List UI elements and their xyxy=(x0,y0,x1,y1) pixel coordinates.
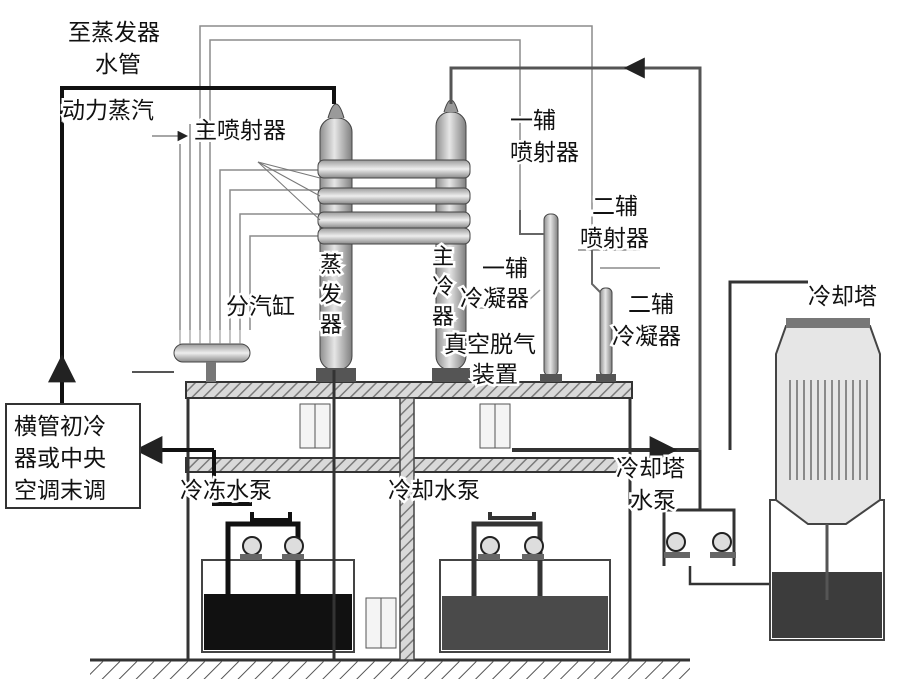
steam-header-vessel xyxy=(132,330,251,382)
label-motive-steam: 动力蒸汽 xyxy=(62,98,154,124)
main-ejector-pipes xyxy=(257,159,471,245)
label-aux2-condenser-2: 冷凝器 xyxy=(612,324,681,350)
label-terminal-2: 器或中央 xyxy=(14,446,106,472)
label-aux1-condenser-2: 冷凝器 xyxy=(460,286,529,312)
label-evaporator-2: 发 xyxy=(320,283,342,308)
cooling-water-pumps xyxy=(471,512,544,596)
label-cooling-tower-pump-2: 水泵 xyxy=(630,488,676,514)
labels: 至蒸发器 水管 动力蒸汽 主喷射器 一辅 喷射器 二辅 喷射器 分汽缸 蒸 发 … xyxy=(14,18,880,517)
label-to-steam-pipe-2: 水管 xyxy=(95,52,141,78)
label-evaporator-1: 蒸 xyxy=(320,253,342,278)
ground xyxy=(90,658,690,679)
label-steam-header: 分汽缸 xyxy=(226,294,295,320)
chilled-water-tank xyxy=(201,559,355,653)
building xyxy=(185,381,633,661)
chilled-water-return-pipe xyxy=(60,86,336,404)
label-to-steam-pipe-1: 至蒸发器 xyxy=(68,20,160,46)
roof-slab xyxy=(185,381,633,399)
label-terminal-1: 横管初冷 xyxy=(14,414,106,440)
label-aux2-ejector-2: 喷射器 xyxy=(580,226,649,252)
label-cooling-water-pump: 冷却水泵 xyxy=(388,478,480,504)
label-aux1-ejector-1: 一辅 xyxy=(510,108,556,134)
label-aux2-condenser-1: 二辅 xyxy=(628,292,674,318)
mid-floor-pipes xyxy=(134,280,808,510)
cooling-water-main-pipe xyxy=(449,66,702,450)
evaporator-column xyxy=(316,103,356,660)
label-main-condenser-3: 器 xyxy=(432,305,454,330)
terminal-unit-box xyxy=(5,403,141,509)
label-cooling-tower: 冷却塔 xyxy=(808,284,877,310)
label-main-condenser-1: 主 xyxy=(432,245,454,270)
label-aux1-condenser-1: 一辅 xyxy=(482,256,528,282)
label-aux1-ejector-2: 喷射器 xyxy=(510,140,579,166)
motive-steam-lines xyxy=(179,25,660,330)
vacuum-deaeration-device xyxy=(478,289,541,309)
label-terminal-3: 空调末调 xyxy=(14,478,106,504)
label-cooling-tower-pump-1: 冷却塔 xyxy=(616,456,685,482)
aux1-condenser xyxy=(519,210,562,382)
label-evaporator-3: 器 xyxy=(320,313,342,338)
label-vacuum-deaeration-2: 装置 xyxy=(472,362,518,388)
cooling-water-tank xyxy=(439,559,611,653)
aux2-condenser xyxy=(591,250,616,382)
chilled-water-pumps xyxy=(225,512,304,594)
label-main-condenser-2: 冷 xyxy=(432,275,454,300)
cooling-tower xyxy=(769,318,885,641)
label-vacuum-deaeration-1: 真空脱气 xyxy=(444,332,536,358)
label-main-ejector: 主喷射器 xyxy=(194,118,286,144)
center-column xyxy=(399,397,415,661)
label-chilled-water-pump: 冷冻水泵 xyxy=(180,478,272,504)
label-aux2-ejector-1: 二辅 xyxy=(592,194,638,220)
